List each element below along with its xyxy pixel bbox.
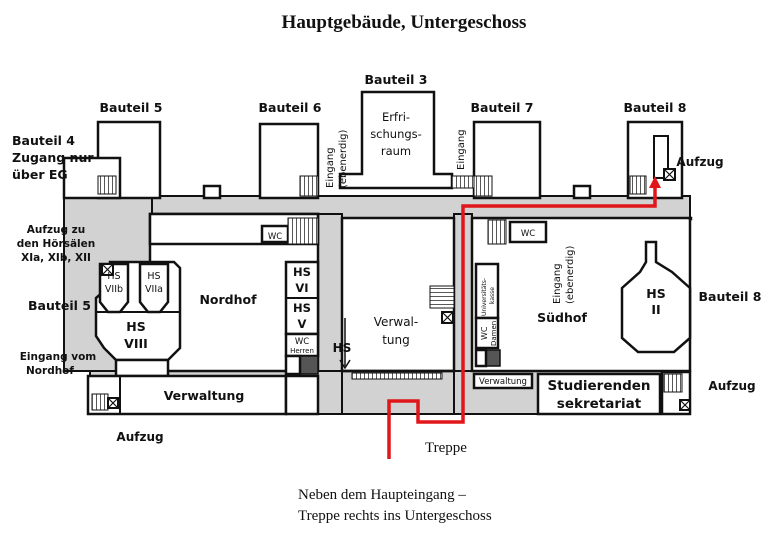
label-bauteil5-left: Bauteil 5 [28, 298, 91, 313]
top-wings [62, 90, 684, 200]
bottom-left-block [86, 374, 320, 416]
label-bauteil8-top: Bauteil 8 [624, 100, 687, 115]
label-eingang-nordhof-2: Nordhof [26, 365, 74, 377]
label-hs-viia-1: HS [147, 271, 160, 282]
elevator-icon [679, 399, 691, 411]
verwaltung-center [340, 216, 456, 380]
caption-line-1: Neben dem Haupteingang – [298, 487, 466, 503]
label-hs-viib-2: VIIb [105, 284, 123, 295]
label-hs-v-1: HS [293, 301, 311, 315]
label-studierenden-1: Studierenden [547, 378, 650, 394]
elevator-icon [663, 168, 676, 181]
label-wc-damen-1: WC [480, 326, 489, 340]
label-bauteil3: Bauteil 3 [365, 72, 428, 87]
label-bauteil4-1: Bauteil 4 [12, 133, 75, 148]
caption-line-2: Treppe rechts ins Untergeschoss [298, 508, 492, 524]
map-title: Hauptgebäude, Untergeschoss [282, 12, 527, 33]
label-bauteil4-3: über EG [12, 167, 68, 182]
label-treppe: Treppe [425, 440, 467, 456]
route-arrow-icon [387, 176, 661, 459]
label-suedhof: Südhof [537, 310, 587, 325]
label-eingang-suedhof-1: Eingang [552, 263, 563, 304]
label-eingang-suedhof-2: (ebenerdig) [565, 246, 576, 304]
label-eingang-nordhof-1: Eingang vom [20, 351, 97, 363]
elevator-icon [441, 311, 454, 324]
label-erfrischungsraum-1: Erfri- [382, 110, 410, 124]
label-bauteil8-right: Bauteil 8 [699, 289, 762, 304]
label-eingang-mid: Eingang [456, 129, 467, 170]
label-erfrischungsraum-3: raum [381, 144, 411, 158]
label-wc-herren-2: Herren [290, 347, 314, 355]
label-hs-v-2: V [298, 317, 307, 331]
label-eingang-left-2: (ebenerdig) [338, 130, 349, 188]
label-verwaltung-bottom: Verwaltung [164, 388, 245, 403]
label-wc-nordhof: WC [268, 232, 282, 242]
suedhof-block [470, 216, 693, 416]
label-bauteil4-2: Zugang nur [12, 150, 94, 165]
label-hs-ii-1: HS [646, 286, 665, 301]
label-wc-damen-2: Damen [490, 321, 498, 346]
nordhof-rooms [260, 217, 320, 376]
label-wc-herren-1: WC [295, 337, 309, 347]
label-aufzug-top-right: Aufzug [676, 155, 723, 169]
stairs-icon [339, 318, 351, 370]
label-aufzug-hoersaele-3: XIa, XIb, XII [21, 252, 91, 264]
label-bauteil7: Bauteil 7 [471, 100, 534, 115]
label-bauteil6: Bauteil 6 [259, 100, 322, 115]
label-bauteil5-top: Bauteil 5 [100, 100, 163, 115]
label-hs-vi-2: VI [295, 281, 308, 295]
label-aufzug-hoersaele-1: Aufzug zu [27, 224, 86, 236]
label-hs-viib-1: HS [107, 271, 120, 282]
label-eingang-left-1: Eingang [325, 147, 336, 188]
label-hs-viii-1: HS [126, 319, 145, 334]
label-verwaltung-mid-2: tung [382, 333, 410, 347]
label-universitaetskasse-2: kasse [489, 287, 496, 304]
elevator-icon [101, 263, 114, 276]
label-hs-viia-2: VIIa [145, 284, 163, 295]
label-aufzug-hoersaele-2: den Hörsälen [17, 238, 95, 250]
label-hs-viii-2: VIII [124, 336, 148, 351]
label-aufzug-left: Aufzug [116, 430, 163, 444]
label-verwaltung-mid-1: Verwal- [374, 315, 418, 329]
label-aufzug-right: Aufzug [708, 379, 755, 393]
label-nordhof: Nordhof [199, 292, 257, 307]
label-studierenden-2: sekretariat [557, 396, 642, 412]
label-verwaltung-small: Verwaltung [479, 377, 527, 387]
label-hs-vi-1: HS [293, 265, 311, 279]
label-universitaetskasse-1: Universitäts- [481, 278, 488, 316]
label-hs-ii-2: II [651, 302, 660, 317]
label-hs-marker: HS [333, 341, 352, 355]
label-erfrischungsraum-2: schungs- [370, 127, 422, 141]
label-wc-suedhof: WC [521, 229, 535, 239]
elevator-icon [107, 397, 119, 409]
